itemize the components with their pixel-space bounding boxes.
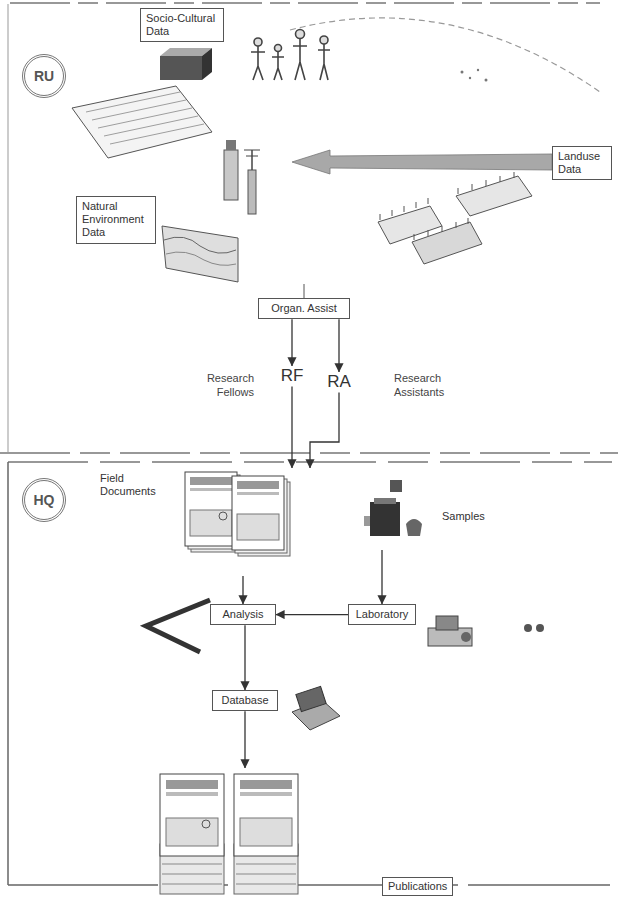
process-box: Organ. Assist bbox=[258, 298, 350, 319]
node-label: Laboratory bbox=[354, 608, 410, 621]
role-label: Research Assistants bbox=[394, 372, 460, 400]
role-label: Research Fellows bbox=[194, 372, 254, 400]
node-label: Socio-Cultural Data bbox=[146, 12, 218, 38]
panel-border bbox=[7, 462, 9, 885]
node-label: Samples bbox=[442, 510, 485, 523]
region-stamp: RU bbox=[22, 54, 66, 98]
panel-divider bbox=[0, 452, 618, 454]
terrain-section bbox=[162, 226, 238, 282]
dots bbox=[461, 69, 488, 82]
node-label: RU bbox=[34, 68, 54, 84]
microscope-icon bbox=[428, 616, 472, 646]
data-box: Natural Environment Data bbox=[76, 196, 156, 244]
landuse-band bbox=[292, 150, 552, 174]
tray-bracket bbox=[146, 600, 210, 652]
node-label: Organ. Assist bbox=[264, 302, 344, 315]
process-box: Database bbox=[212, 690, 278, 711]
computer-icon bbox=[292, 686, 340, 730]
data-box: Landuse Data bbox=[552, 146, 612, 180]
panel-border bbox=[8, 4, 9, 452]
fields bbox=[378, 172, 532, 264]
panel-border bbox=[10, 2, 600, 4]
instruments bbox=[224, 140, 260, 214]
node-label: Analysis bbox=[216, 608, 270, 621]
node-label: Database bbox=[218, 694, 272, 707]
process-box: Analysis bbox=[210, 604, 276, 625]
document-group: Field Documents bbox=[100, 468, 320, 576]
records-stack bbox=[160, 48, 212, 80]
region-stamp: HQ bbox=[22, 478, 66, 522]
node-label: Landuse Data bbox=[558, 150, 606, 176]
flow-arrow bbox=[242, 576, 243, 604]
panel-border bbox=[8, 884, 610, 886]
node-label: RA bbox=[323, 372, 355, 392]
node-label: RF bbox=[277, 366, 307, 386]
node-label: HQ bbox=[34, 492, 55, 508]
flow-arrow bbox=[338, 319, 339, 372]
role-node: RA bbox=[323, 372, 355, 392]
goggles-icon bbox=[524, 624, 544, 632]
people-figures bbox=[251, 30, 330, 81]
node-label: Natural Environment Data bbox=[82, 200, 150, 240]
leader-line bbox=[304, 284, 305, 298]
sky-arc bbox=[290, 18, 600, 92]
data-box: Socio-Cultural Data bbox=[140, 8, 224, 42]
flow-arrow bbox=[291, 319, 292, 366]
role-node: RF bbox=[277, 366, 307, 386]
publication-group: Publications bbox=[150, 768, 465, 904]
map-sheet bbox=[72, 86, 212, 158]
node-label: Field Documents bbox=[100, 472, 162, 498]
flow-arrow bbox=[291, 386, 292, 468]
flow-arrow bbox=[276, 614, 348, 615]
process-box: Laboratory bbox=[348, 604, 416, 625]
flow-arrow bbox=[244, 625, 245, 690]
sample-group: Samples bbox=[360, 476, 500, 550]
flow-arrow bbox=[244, 711, 245, 768]
flow-arrow bbox=[381, 550, 382, 604]
flow-arrow bbox=[310, 392, 339, 468]
node-label: Publications bbox=[382, 877, 453, 896]
